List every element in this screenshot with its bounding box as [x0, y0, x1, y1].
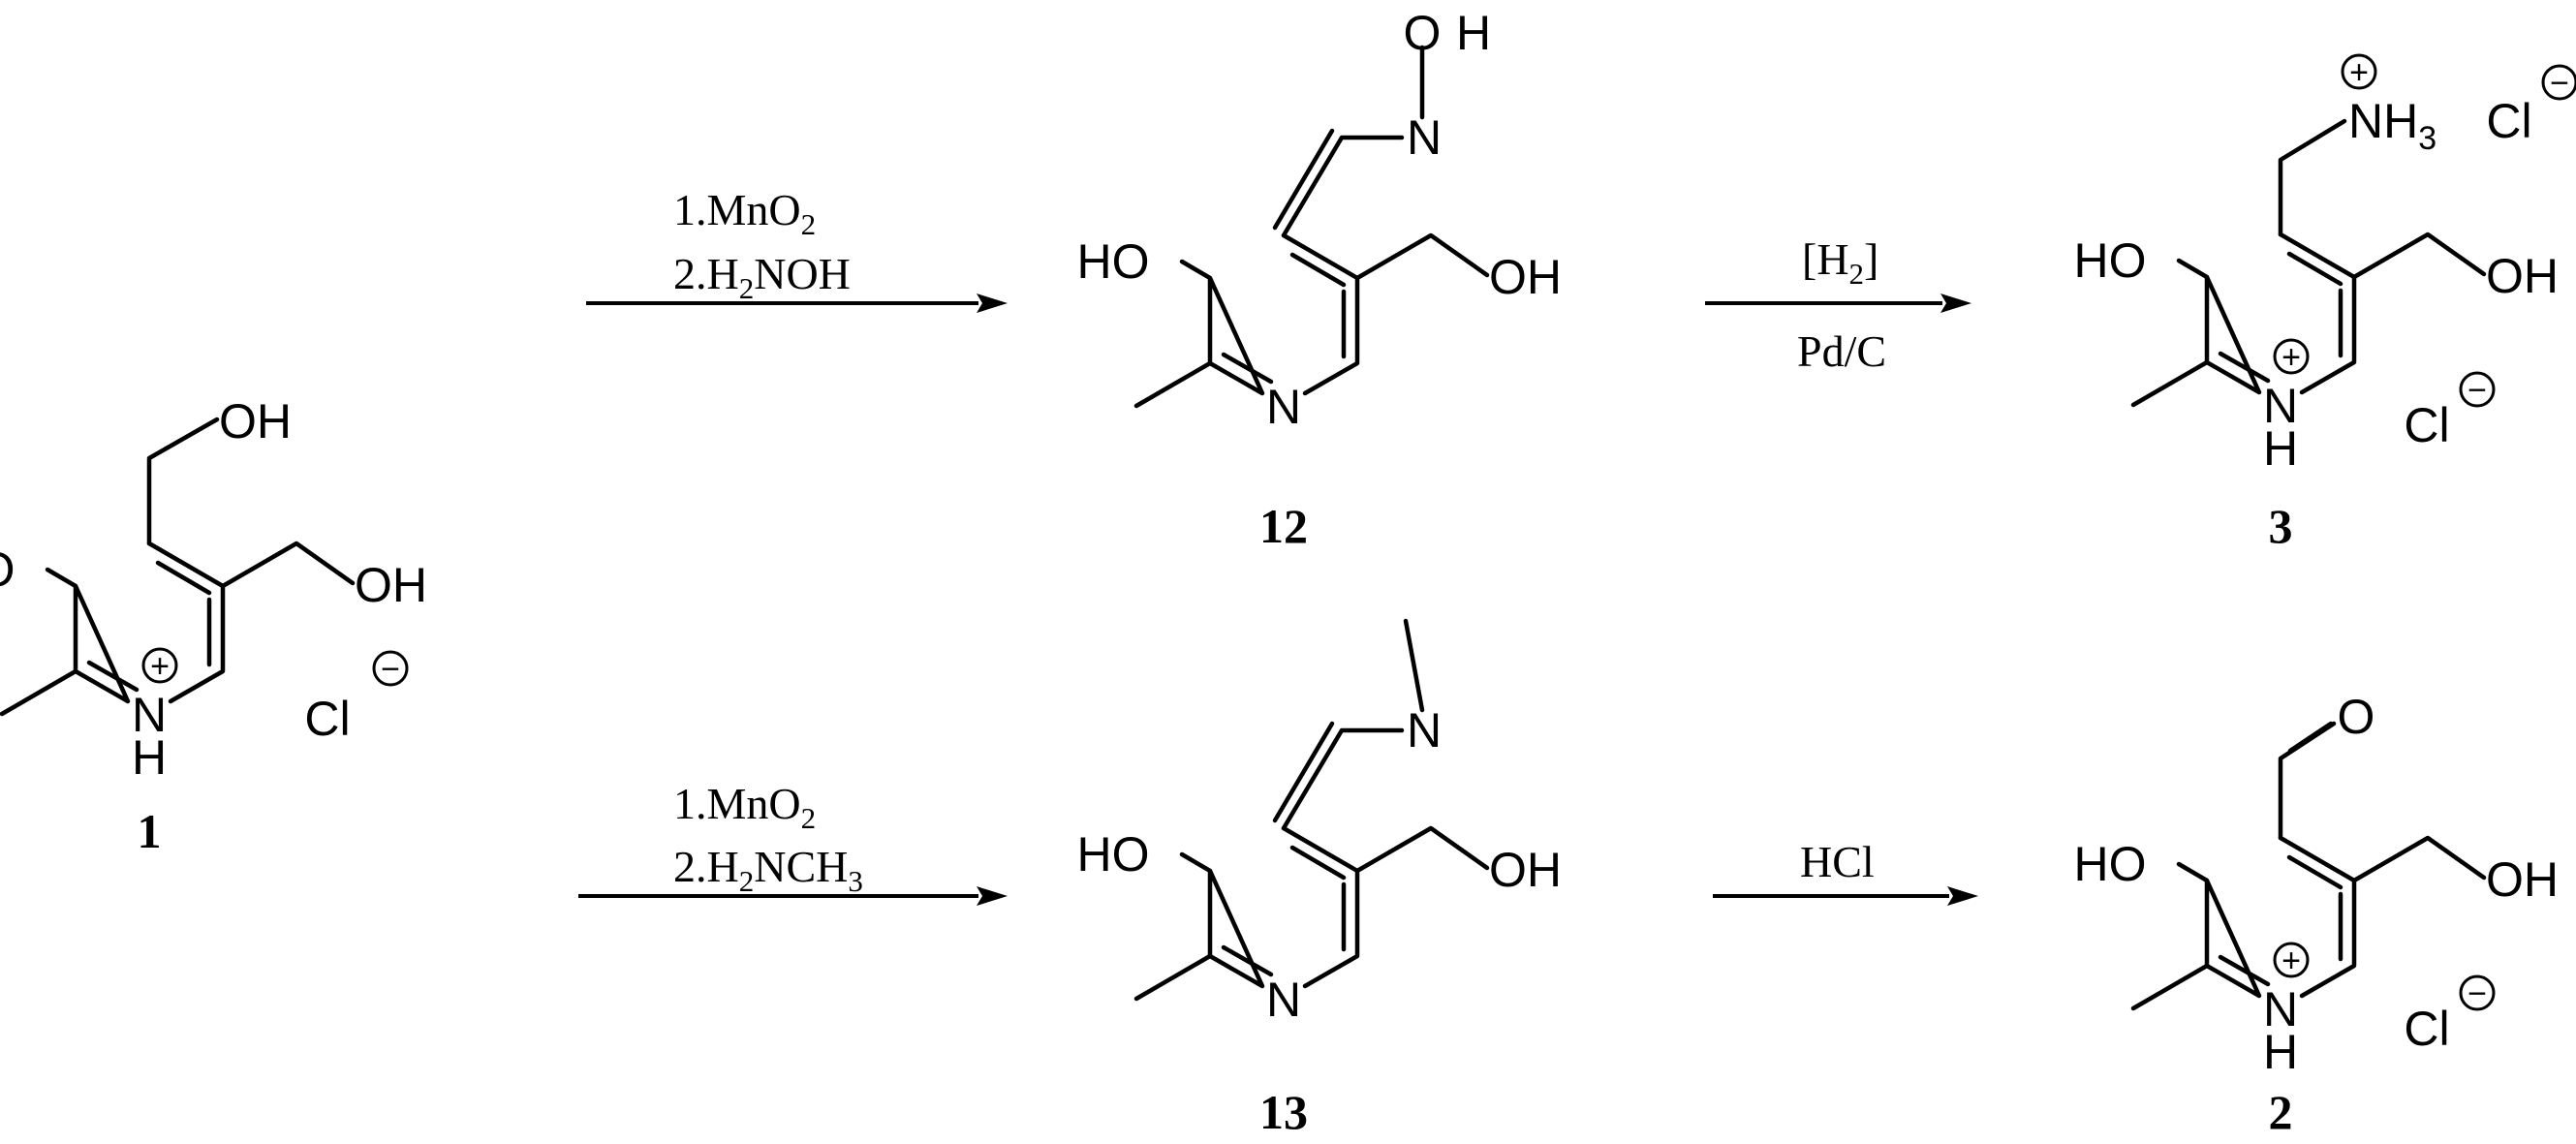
atom-n: N — [132, 688, 167, 742]
reagent-hcl: HCl — [1800, 837, 1875, 886]
svg-text:−: − — [381, 651, 400, 688]
atom-o: O — [1404, 6, 1442, 60]
atom-ho: HO — [1077, 827, 1150, 881]
atom-h: H — [1456, 6, 1491, 60]
atom-cl: Cl — [304, 692, 350, 746]
positive-charge-icon: + — [2341, 53, 2377, 91]
atom-h: H — [2263, 1025, 2298, 1079]
atom-cl: Cl — [2404, 398, 2449, 452]
negative-charge-icon: − — [372, 650, 409, 688]
atom-oh: OH — [1489, 250, 1562, 304]
svg-text:−: − — [2467, 975, 2487, 1012]
atom-h: H — [132, 730, 167, 785]
atom-n: N — [1266, 380, 1301, 434]
atom-n: N — [2263, 982, 2298, 1036]
reagent-hydrogen: [H2] — [1802, 234, 1878, 291]
reaction-arrow-4 — [1713, 886, 1978, 906]
arrowhead-icon — [1940, 294, 1971, 313]
atom-ho: HO — [1077, 234, 1150, 289]
negative-charge-icon: − — [2459, 371, 2496, 409]
negative-charge-icon: − — [2459, 974, 2496, 1012]
atom-oh: OH — [355, 558, 427, 612]
atom-n: N — [1407, 110, 1442, 165]
compound-3-structure: NH3 + Cl − OH HO N H + Cl − — [2074, 53, 2576, 476]
arrowhead-icon — [977, 886, 1008, 906]
atom-nh3: NH3 — [2348, 94, 2436, 157]
atom-n: N — [2263, 379, 2298, 433]
atom-cl: Cl — [2486, 94, 2531, 148]
reagent-pd-c: Pd/C — [1797, 326, 1886, 376]
atom-oh: OH — [219, 394, 292, 448]
compound-label-13: 13 — [1259, 1085, 1308, 1139]
atom-ho: HO — [2074, 233, 2147, 288]
compound-2-structure: O OH HO N H + Cl − — [2074, 690, 2560, 1079]
svg-text:+: + — [2281, 339, 2301, 376]
atom-n: N — [1407, 703, 1442, 758]
compound-1-structure: OH OH HO N H + Cl − — [0, 394, 427, 785]
arrowhead-icon — [977, 294, 1008, 313]
svg-text:+: + — [150, 648, 170, 685]
atom-n: N — [1266, 973, 1301, 1027]
compound-label-3: 3 — [2269, 499, 2293, 553]
reaction-arrow-1 — [586, 294, 1008, 313]
compound-label-1: 1 — [138, 804, 162, 858]
compound-12-structure: N O H OH HO N — [1077, 6, 1563, 434]
atom-o: O — [2338, 690, 2375, 744]
reagent-mno2: 1.MnO2 — [673, 185, 816, 241]
reaction-arrow-3 — [578, 886, 1008, 906]
atom-oh: OH — [2486, 249, 2559, 303]
svg-text:−: − — [2467, 372, 2487, 409]
compound-label-12: 12 — [1259, 499, 1308, 553]
atom-oh: OH — [1489, 843, 1562, 897]
compound-label-2: 2 — [2269, 1085, 2293, 1139]
atom-h: H — [2263, 421, 2298, 476]
negative-charge-icon: − — [2541, 64, 2576, 102]
svg-text:−: − — [2550, 65, 2569, 102]
atom-ho: HO — [2074, 837, 2147, 891]
positive-charge-icon: + — [141, 647, 178, 685]
positive-charge-icon: + — [2273, 338, 2310, 376]
svg-text:+: + — [2281, 943, 2301, 979]
atom-oh: OH — [2486, 852, 2559, 907]
reagent-methylamine: 2.H2NCH3 — [673, 842, 863, 898]
arrowhead-icon — [1947, 886, 1978, 906]
reaction-arrow-2 — [1705, 294, 1971, 313]
reagent-hydroxylamine: 2.H2NOH — [673, 249, 851, 305]
compound-13-structure: N OH HO N — [1077, 618, 1562, 1027]
svg-text:+: + — [2349, 54, 2369, 91]
atom-cl: Cl — [2404, 1002, 2449, 1056]
reagent-mno2: 1.MnO2 — [673, 779, 816, 835]
atom-ho: HO — [0, 542, 16, 597]
positive-charge-icon: + — [2273, 942, 2310, 979]
